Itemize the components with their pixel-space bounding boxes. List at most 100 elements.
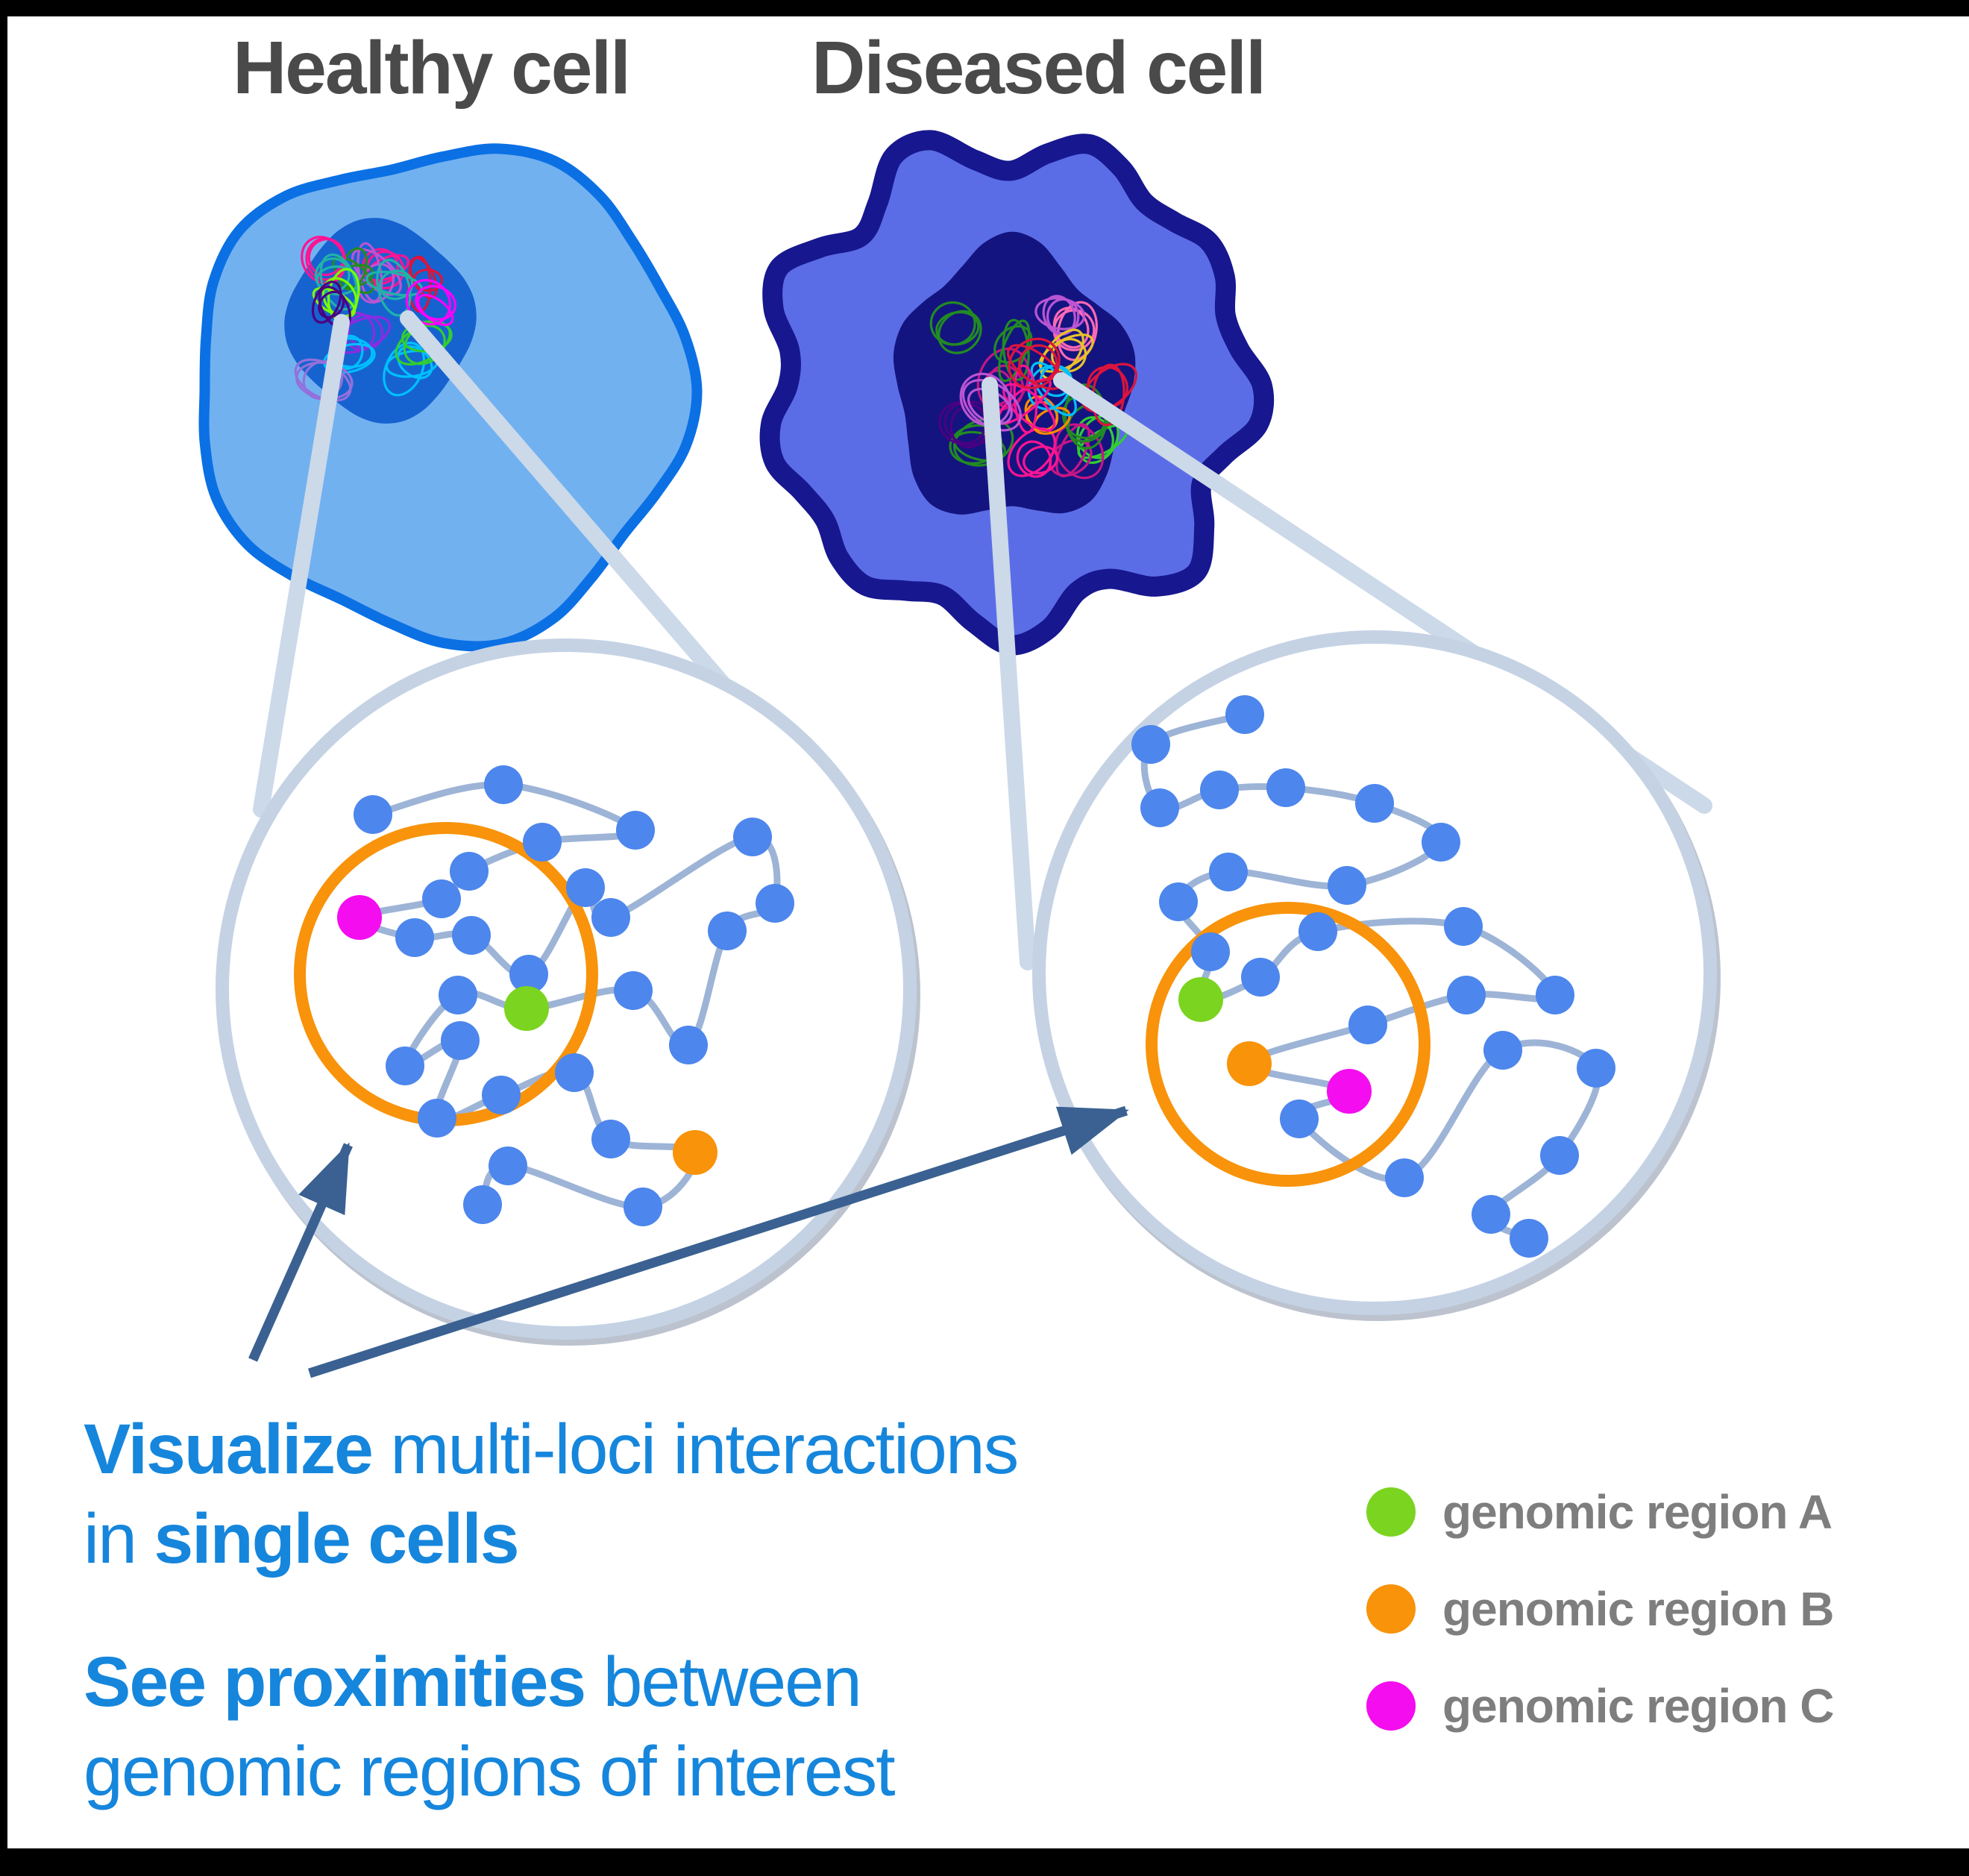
caption-visualize-bold: Visualize	[84, 1410, 374, 1489]
locus-dot	[555, 1053, 594, 1092]
territory-scribble	[301, 236, 346, 285]
locus-dot	[463, 1185, 502, 1224]
locus-dot	[450, 852, 489, 891]
territory-scribble	[1008, 337, 1061, 389]
caption-line2-pre: in	[84, 1499, 154, 1578]
locus-dot	[1131, 725, 1170, 764]
legend-label-region-c: genomic region C	[1442, 1679, 1834, 1733]
locus-dot	[422, 879, 461, 918]
locus-dot	[1280, 1099, 1319, 1138]
chromosome-territory	[405, 279, 456, 327]
territory-scribble	[1081, 363, 1137, 412]
locus-dot	[1422, 823, 1460, 862]
territory-scribble	[311, 280, 342, 324]
caption-proximities: See proximities between genomic regions …	[84, 1638, 896, 1816]
locus-dot	[418, 1099, 456, 1138]
genomic-region-b-dot	[1227, 1041, 1272, 1086]
locus-dot	[1355, 784, 1394, 823]
locus-dot	[756, 884, 794, 923]
diseased-cone-line-left	[982, 377, 1036, 970]
locus-dot	[1328, 866, 1366, 905]
diseased-cell	[759, 130, 1275, 656]
caption-visualize: Visualize multi-loci interactions in sin…	[84, 1405, 1019, 1584]
locus-dot	[482, 1076, 521, 1114]
locus-dot	[1472, 1195, 1510, 1234]
chromosome-territory	[959, 372, 1022, 432]
annotation-arrows	[248, 1105, 1129, 1378]
territory-scribble	[938, 310, 982, 354]
healthy-loci-dots	[337, 765, 794, 1226]
locus-dot	[1447, 976, 1486, 1014]
locus-dot	[1209, 853, 1248, 891]
chromosome-territory	[1038, 328, 1094, 380]
locus-dot	[509, 955, 548, 994]
locus-dot	[616, 811, 655, 850]
territory-scribble	[1034, 297, 1085, 330]
locus-dot	[708, 912, 747, 950]
caption-visualize-rest: multi-loci interactions	[371, 1410, 1019, 1489]
caption-see-line2: genomic regions of interest	[84, 1731, 896, 1811]
region-c-dot-icon	[1366, 1681, 1416, 1731]
legend-label-region-b: genomic region B	[1442, 1582, 1834, 1636]
locus-dot	[1577, 1049, 1615, 1088]
locus-dot	[1540, 1136, 1579, 1175]
region-a-dot-icon	[1366, 1487, 1416, 1537]
locus-dot	[1241, 958, 1280, 997]
genomic-region-c-dot	[1327, 1069, 1372, 1114]
territory-scribble	[323, 342, 376, 374]
locus-dot	[489, 1146, 527, 1185]
locus-dot	[1385, 1158, 1424, 1197]
locus-dot	[614, 971, 653, 1010]
diseased-zoom-view	[1032, 630, 1721, 1321]
territory-scribble	[1042, 295, 1076, 336]
healthy-zoom-circle	[216, 639, 917, 1340]
locus-dot	[566, 868, 605, 907]
locus-dot	[669, 1026, 708, 1064]
legend: genomic region A genomic region B genomi…	[1366, 1484, 1834, 1734]
locus-dot	[591, 898, 630, 937]
territory-scribble	[415, 285, 456, 321]
locus-dot	[1510, 1219, 1548, 1258]
locus-dot	[1298, 912, 1337, 951]
territory-scribble	[1056, 301, 1098, 362]
locus-dot	[1266, 768, 1305, 807]
locus-dot	[1159, 882, 1198, 921]
locus-dot	[624, 1188, 662, 1226]
genomic-region-a-dot	[504, 986, 549, 1031]
diseased-loci-dots	[1131, 695, 1615, 1258]
locus-dot	[1200, 771, 1239, 809]
territory-scribble	[959, 372, 1011, 427]
genomic-region-a-dot	[1178, 977, 1223, 1022]
magnifier-cones	[253, 310, 1712, 970]
locus-dot	[439, 976, 477, 1014]
chromatin-fiber-path	[1140, 711, 1601, 1242]
chromosome-territory	[929, 301, 982, 354]
caption-line2-bold: single cells	[154, 1499, 519, 1578]
locus-dot	[1348, 1006, 1387, 1044]
locus-dot	[591, 1120, 630, 1158]
locus-dot	[1140, 788, 1179, 827]
locus-dot	[441, 1021, 480, 1060]
locus-dot	[523, 823, 562, 862]
territory-scribble	[1023, 445, 1058, 474]
caption-see-rest: between	[585, 1643, 862, 1722]
region-b-dot-icon	[1366, 1584, 1416, 1634]
locus-dot	[1225, 695, 1264, 734]
locus-dot	[733, 818, 772, 856]
territory-scribble	[378, 269, 414, 301]
locus-dot	[354, 795, 392, 834]
locus-dot	[1191, 932, 1230, 971]
territory-scribble	[1032, 407, 1071, 435]
diseased-zoom-circle	[1032, 630, 1717, 1315]
territory-scribble	[1018, 344, 1058, 383]
legend-row-region-b: genomic region B	[1366, 1581, 1834, 1637]
locus-dot	[395, 918, 434, 957]
healthy-cell-title: Healthy cell	[233, 26, 631, 110]
legend-row-region-a: genomic region A	[1366, 1484, 1834, 1540]
genomic-region-b-dot	[673, 1130, 717, 1175]
arrow-to-diseased-ring	[308, 1105, 1129, 1378]
territory-scribble	[1038, 333, 1094, 373]
healthy-zoom-view	[216, 639, 920, 1346]
healthy-cone-line-right	[400, 310, 743, 706]
